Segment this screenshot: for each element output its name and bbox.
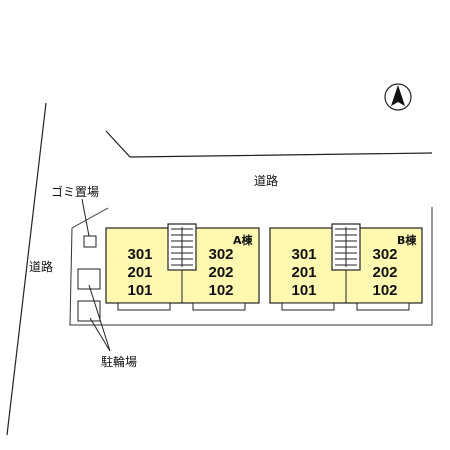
bicycle-leader-line [89, 317, 111, 352]
bicycle-slot [77, 300, 101, 322]
unit-number: 101 [291, 282, 317, 299]
building-a-name: A棟 [233, 234, 253, 247]
top-road-edge [105, 130, 433, 158]
garbage-area [83, 235, 97, 248]
building-b-name: B棟 [397, 234, 417, 247]
unit-number: 301 [127, 246, 153, 263]
north-arrow-icon [384, 83, 412, 111]
left-road-edge [6, 102, 47, 436]
balcony [117, 302, 171, 311]
left-road-label: 道路 [29, 260, 54, 274]
building-a [105, 223, 260, 311]
unit-number: 202 [372, 264, 398, 281]
unit-number: 201 [291, 264, 317, 281]
building-b-right-units: 302 202 102 [363, 246, 407, 300]
top-road-label: 道路 [254, 174, 279, 188]
lot-boundary [69, 207, 433, 326]
unit-number: 302 [208, 246, 234, 263]
balcony [356, 302, 410, 311]
unit-number: 102 [208, 282, 234, 299]
building-b-left-units: 301 201 101 [282, 246, 326, 300]
unit-number: 201 [127, 264, 153, 281]
building-a-left-units: 301 201 101 [118, 246, 162, 300]
building-b [269, 223, 423, 311]
balcony [281, 302, 335, 311]
bicycle-parking-label: 駐輪場 [101, 355, 138, 369]
bicycle-leader-line [88, 284, 111, 352]
unit-number: 102 [372, 282, 398, 299]
bicycle-slot [77, 268, 101, 290]
unit-number: 101 [127, 282, 153, 299]
unit-number: 202 [208, 264, 234, 281]
unit-number: 301 [291, 246, 317, 263]
unit-number: 302 [372, 246, 398, 263]
building-a-right-units: 302 202 102 [199, 246, 243, 300]
balcony [192, 302, 246, 311]
garbage-area-label: ゴミ置場 [51, 185, 100, 199]
garbage-leader-line [81, 198, 90, 237]
